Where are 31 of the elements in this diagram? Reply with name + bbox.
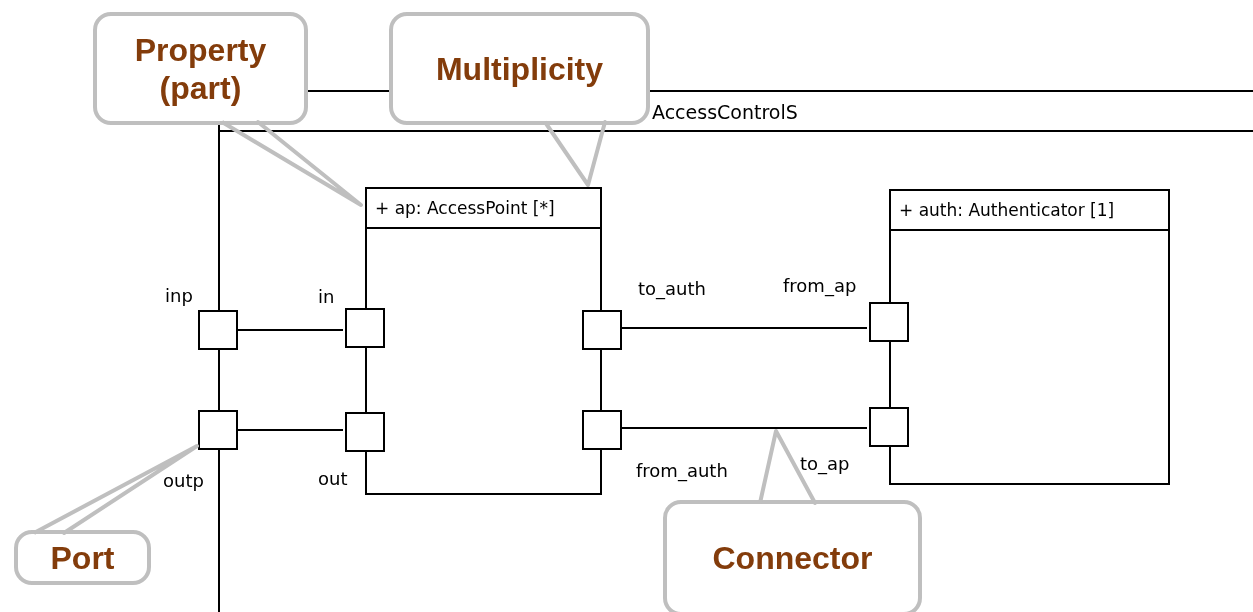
- block-name: AccessControlS: [652, 100, 798, 124]
- callout-text: Property (part): [133, 30, 268, 107]
- port-square: [198, 310, 238, 350]
- callout-text: Port: [49, 538, 116, 577]
- port-square: [869, 407, 909, 447]
- part-name: + auth: Authenticator [1]: [899, 199, 1115, 221]
- callout-text: Multiplicity: [434, 49, 605, 88]
- port-square: [198, 410, 238, 450]
- port-label: in: [318, 286, 335, 308]
- port-square: [869, 302, 909, 342]
- port-label: outp: [163, 470, 204, 492]
- port-square: [345, 308, 385, 348]
- connector-line: [619, 327, 868, 329]
- callout-box: [14, 530, 151, 585]
- callout-text: Connector: [711, 539, 874, 577]
- port-label: to_ap: [800, 453, 850, 475]
- callout-box: [389, 12, 650, 125]
- part-name: + ap: AccessPoint [*]: [375, 197, 555, 219]
- connector-line: [619, 427, 868, 429]
- connector-line: [237, 329, 344, 331]
- port-square: [345, 412, 385, 452]
- connector-line: [237, 429, 344, 431]
- port-square: [582, 410, 622, 450]
- port-label: to_auth: [638, 278, 706, 300]
- port-label: from_ap: [783, 275, 857, 297]
- port-label: out: [318, 468, 348, 490]
- callout-box: [663, 500, 922, 612]
- callout-box: [93, 12, 308, 125]
- port-square: [582, 310, 622, 350]
- port-label: inp: [165, 285, 193, 307]
- port-label: from_auth: [636, 460, 728, 482]
